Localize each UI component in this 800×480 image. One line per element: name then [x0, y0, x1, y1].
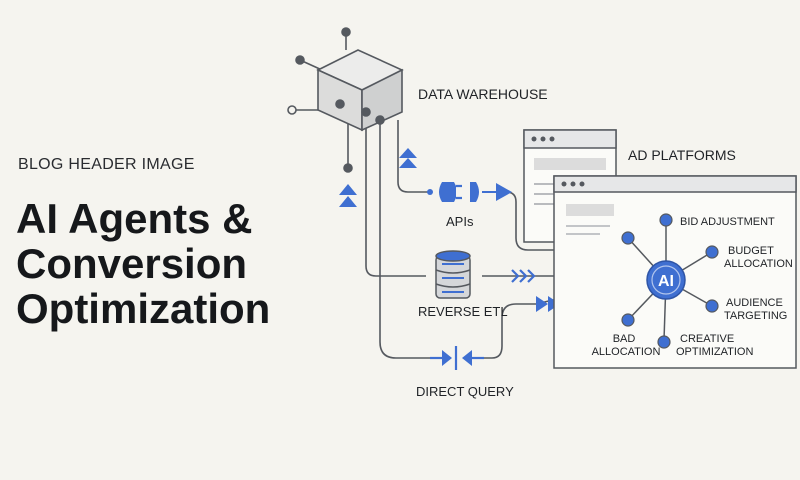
merge-arrows-icon: [430, 346, 484, 370]
ai-badge-icon: AI: [646, 260, 686, 300]
budget-allocation-label-2: ALLOCATION: [724, 258, 793, 270]
direct-query-label: DIRECT QUERY: [416, 384, 514, 399]
eyebrow-label: BLOG HEADER IMAGE: [18, 156, 195, 173]
ad-platforms-label: AD PLATFORMS: [628, 147, 736, 163]
audience-targeting-label-2: TARGETING: [724, 310, 787, 322]
bad-allocation-label-2: ALLOCATION: [592, 346, 661, 358]
apis-label: APIs: [446, 214, 474, 229]
budget-allocation-label-1: BUDGET: [728, 245, 774, 257]
line-to-reverse-etl: [365, 112, 426, 277]
line-query-to-hub: [484, 287, 605, 359]
bad-allocation-label-1: BAD: [613, 333, 636, 345]
line-to-apis: [397, 120, 430, 193]
plug-icon: [427, 182, 496, 202]
bid-adjustment-label: BID ADJUSTMENT: [680, 216, 775, 228]
data-warehouse-label: DATA WAREHOUSE: [418, 86, 548, 102]
etl-chevrons: [511, 269, 536, 283]
headline: AI Agents & Conversion Optimization: [16, 196, 316, 331]
ai-hub-label: AI: [658, 273, 674, 290]
spoke-nodes: [621, 213, 719, 349]
headline-line-2: Conversion: [16, 240, 248, 287]
audience-targeting-label-1: AUDIENCE: [726, 297, 783, 309]
reverse-etl-label: REVERSE ETL: [418, 304, 508, 319]
headline-line-1: AI Agents &: [16, 195, 253, 242]
cube-icon: [287, 27, 404, 173]
creative-optimization-label-1: CREATIVE: [680, 333, 734, 345]
arrow-apis: [496, 183, 512, 201]
creative-optimization-label-2: OPTIMIZATION: [676, 346, 753, 358]
up-chevrons-upper: [399, 148, 417, 168]
up-chevrons-lower: [339, 184, 357, 207]
connector-lines: [292, 32, 605, 359]
database-icon: [435, 250, 471, 299]
headline-line-3: Optimization: [16, 285, 271, 332]
line-to-direct-query: [379, 120, 430, 359]
